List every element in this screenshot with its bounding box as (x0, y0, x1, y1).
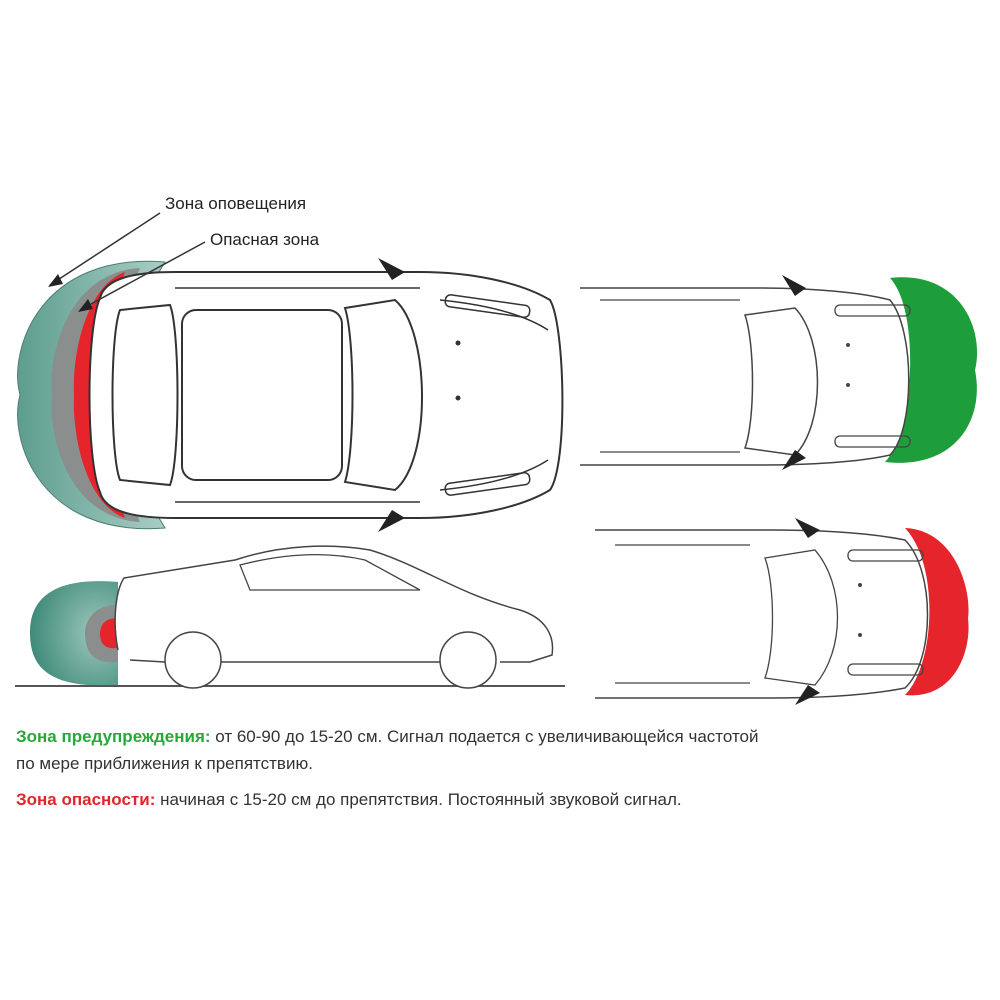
hood-dot (858, 583, 862, 587)
mirror-top (782, 275, 806, 296)
mirror-bottom (795, 685, 820, 705)
side-car-outline (114, 545, 554, 663)
side-window (239, 553, 421, 591)
arrowhead (48, 274, 63, 287)
pointer-warning-zone (49, 212, 161, 286)
danger-zone-caption: Зона опасности: начиная с 15-20 см до пр… (16, 786, 986, 813)
rear-window (111, 303, 179, 487)
windshield (764, 549, 839, 686)
warning-zone-text-continued: по мере приближения к препятствию. (16, 754, 313, 773)
side-danger-zone (100, 618, 118, 649)
headlight-top (444, 294, 531, 319)
roof-panel (181, 309, 343, 481)
top-view-car-danger (595, 518, 969, 705)
side-view-car (15, 545, 565, 689)
danger-zone-text: начиная с 15-20 см до препятствия. Посто… (155, 790, 682, 809)
danger-zone-label: Опасная зона (210, 230, 320, 249)
side-warning-zone (30, 581, 118, 686)
car-body-outline (88, 271, 564, 519)
danger-zone-title: Зона опасности: (16, 790, 156, 809)
arrowhead (78, 299, 93, 312)
hood-dot (846, 383, 850, 387)
headlight-top (834, 304, 911, 317)
headlight-top (847, 549, 924, 562)
headlight-bottom (834, 435, 911, 448)
warning-zone-label: Зона оповещения (165, 194, 307, 213)
headlight-bottom (444, 471, 531, 496)
warning-zone-caption: Зона предупреждения: от 60-90 до 15-20 с… (16, 723, 986, 777)
front-wheel (439, 631, 497, 689)
car-front-outline (580, 287, 910, 466)
mirror-top (795, 518, 820, 538)
mirror-top (378, 258, 405, 280)
hood-dot (455, 395, 461, 401)
windshield (343, 298, 423, 492)
pointer-danger-zone (79, 241, 206, 311)
headlight-bottom (847, 663, 924, 676)
hood-dot (455, 340, 461, 346)
hood-dot (858, 633, 862, 637)
top-view-car-warning (580, 275, 978, 470)
car-front-outline (595, 529, 929, 699)
mirror-bottom (378, 510, 405, 532)
rear-wheel (164, 631, 222, 689)
warning-zone-title: Зона предупреждения: (16, 727, 211, 746)
danger-zone-red (905, 528, 969, 696)
hood-line-bottom (439, 459, 549, 491)
warning-zone-green (885, 277, 978, 463)
mirror-bottom (782, 450, 806, 470)
warning-zone-text: от 60-90 до 15-20 см. Сигнал подается с … (210, 727, 759, 746)
hood-dot (846, 343, 850, 347)
top-view-car-main (17, 212, 564, 532)
hood-line-top (439, 299, 549, 331)
